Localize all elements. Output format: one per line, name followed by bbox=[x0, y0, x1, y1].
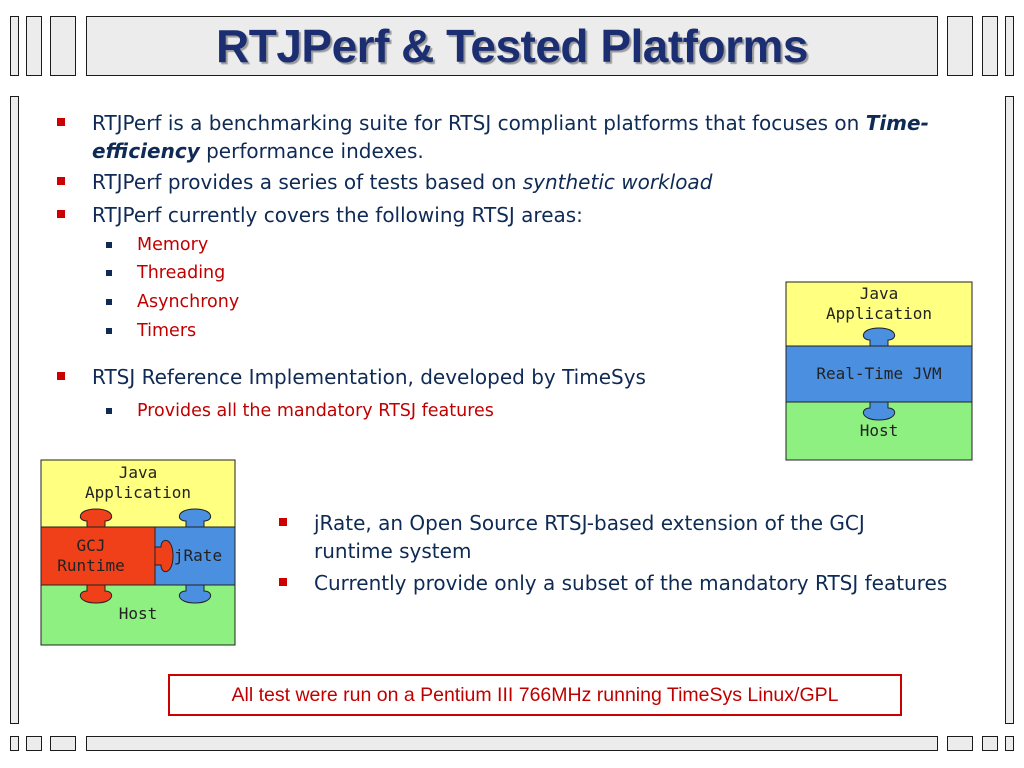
bullet-text: RTJPerf currently covers the following R… bbox=[92, 203, 583, 227]
frame-bar-bottom-right-3 bbox=[1005, 736, 1014, 751]
jrate-stack-svg bbox=[40, 459, 236, 646]
frame-bar-top-left-2 bbox=[26, 16, 42, 76]
bullet-text: jRate, an Open Source RTSJ-based extensi… bbox=[314, 511, 865, 563]
frame-bar-bottom-left-3 bbox=[50, 736, 76, 751]
ri-features-item: Provides all the mandatory RTSJ features bbox=[106, 401, 494, 421]
bullet-jrate-subset: Currently provide only a subset of the m… bbox=[279, 569, 974, 597]
ri-stack-svg bbox=[785, 281, 973, 461]
jrate-puzzle-knob-left-top bbox=[79, 508, 113, 528]
bullet-jrate: jRate, an Open Source RTSJ-based extensi… bbox=[279, 509, 934, 565]
frame-bar-top-right-1 bbox=[947, 16, 973, 76]
test-environment-note: All test were run on a Pentium III 766MH… bbox=[168, 674, 902, 716]
test-environment-text: All test were run on a Pentium III 766MH… bbox=[231, 683, 839, 706]
jrate-stack-diagram: Java Application GCJ Runtime jRate Host bbox=[40, 459, 236, 646]
ri-label-java-application: Java Application bbox=[826, 284, 932, 323]
frame-bar-bottom-left-1 bbox=[10, 736, 19, 751]
ri-stack-diagram: Java Application Real-Time JVM Host bbox=[785, 281, 973, 461]
frame-bar-top-right-2 bbox=[982, 16, 998, 76]
frame-bar-bottom-right-1 bbox=[947, 736, 973, 751]
ri-label-host: Host bbox=[859, 421, 899, 440]
jrate-puzzle-knob-left-bottom bbox=[79, 584, 113, 604]
jrate-puzzle-knob-right-bottom bbox=[178, 584, 212, 604]
frame-bar-right bbox=[1005, 96, 1014, 724]
jrate-label-java-application: Java Application bbox=[85, 463, 191, 502]
bullet-text: RTJPerf provides a series of tests based… bbox=[92, 170, 523, 194]
bullet-text-tail: performance indexes. bbox=[199, 139, 424, 163]
jrate-puzzle-knob-middle bbox=[154, 539, 174, 573]
ri-label-realtime-jvm: Real-Time JVM bbox=[816, 364, 942, 383]
bullet-text: RTJPerf is a benchmarking suite for RTSJ… bbox=[92, 111, 866, 135]
frame-bar-top-left-1 bbox=[10, 16, 19, 76]
bullet-synthetic-workload: RTJPerf provides a series of tests based… bbox=[57, 168, 992, 196]
ri-layer-realtime-jvm bbox=[785, 345, 973, 403]
frame-bar-bottom-right-2 bbox=[982, 736, 998, 751]
area-item-timers: Timers bbox=[105, 321, 197, 341]
slide-title: RTJPerf & Tested Platforms bbox=[216, 20, 808, 72]
emphasis-synthetic-workload: synthetic workload bbox=[522, 170, 713, 194]
ri-puzzle-knob-bottom bbox=[862, 401, 896, 421]
frame-bar-top-left-3 bbox=[50, 16, 76, 76]
frame-bar-bottom-left-2 bbox=[26, 736, 42, 751]
jrate-label-gcj-runtime: GCJ Runtime bbox=[57, 536, 125, 575]
ri-puzzle-knob-top bbox=[862, 327, 896, 347]
area-item-threading: Threading bbox=[105, 263, 226, 283]
title-bar bbox=[86, 16, 938, 76]
bullet-reference-implementation: RTSJ Reference Implementation, developed… bbox=[57, 363, 752, 391]
frame-bar-top-right-3 bbox=[1005, 16, 1014, 76]
bullet-rtsj-areas: RTJPerf currently covers the following R… bbox=[57, 201, 892, 229]
frame-bar-bottom bbox=[86, 736, 938, 751]
jrate-label-host: Host bbox=[118, 604, 158, 623]
jrate-label-jrate: jRate bbox=[173, 546, 223, 565]
frame-bar-left bbox=[10, 96, 19, 724]
area-item-asynchrony: Asynchrony bbox=[105, 292, 240, 312]
bullet-text: Currently provide only a subset of the m… bbox=[314, 571, 948, 595]
area-item-memory: Memory bbox=[105, 235, 209, 255]
bullet-text: RTSJ Reference Implementation, developed… bbox=[92, 365, 646, 389]
jrate-puzzle-knob-right-top bbox=[178, 508, 212, 528]
bullet-rtjperf-description: RTJPerf is a benchmarking suite for RTSJ… bbox=[57, 109, 992, 165]
emphasis-time-efficiency: Time-efficiency bbox=[92, 111, 929, 163]
